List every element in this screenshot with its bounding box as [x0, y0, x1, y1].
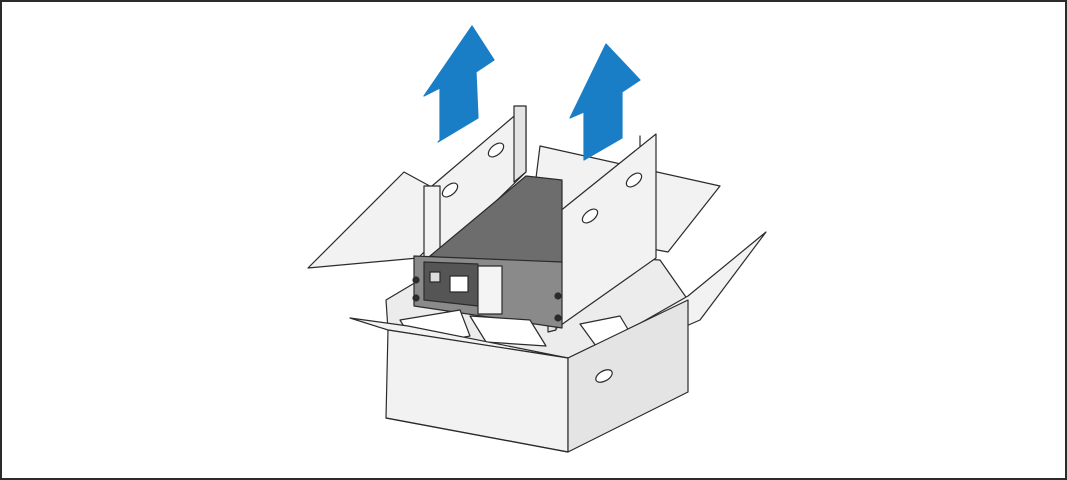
- lift-up-arrow-icon: [423, 25, 495, 143]
- foam-cushion-center: [469, 315, 547, 347]
- ups-label-plate: [477, 265, 503, 315]
- handle-hole: [595, 369, 613, 383]
- handle-hole: [581, 208, 599, 224]
- handle-hole: [487, 142, 505, 158]
- handle-hole: [441, 182, 459, 198]
- ups-display: [449, 275, 469, 293]
- lift-up-arrow-icon: [569, 43, 641, 161]
- box-side: [567, 299, 689, 453]
- handle-hole: [625, 172, 643, 188]
